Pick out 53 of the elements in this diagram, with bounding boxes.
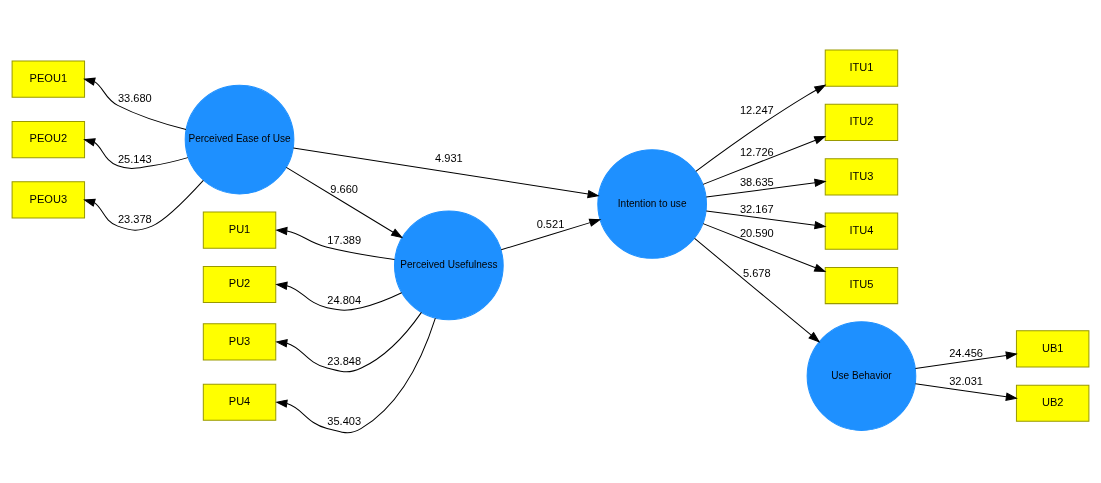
arrow [275,281,403,311]
arrow [694,237,821,343]
arrow [914,383,1018,401]
arrow [500,218,602,251]
edge-label: 24.456 [949,346,984,359]
node-circle: Perceived Usefulness [394,210,504,321]
edge-label: 25.143 [117,152,152,165]
arrow [292,147,600,199]
arrow [705,178,827,198]
arrow [702,135,827,185]
edge-label: 23.848 [327,354,362,367]
edge-label: 5.678 [742,267,771,280]
node-box: PU3 [202,323,277,361]
edge-label: 35.403 [327,415,362,428]
edge-label: 23.378 [117,212,152,225]
arrow [285,166,404,239]
node-box: PU2 [202,265,277,304]
edge-label: 38.635 [739,175,774,188]
edge-label: 24.804 [327,294,362,307]
node-circle: Perceived Ease of Use [184,84,295,195]
node-box: ITU2 [824,103,899,142]
edge-label: 33.680 [117,92,152,105]
node-box: ITU5 [824,266,899,305]
edge-label: 12.726 [739,145,774,158]
arrow [83,179,204,231]
node-box: UB1 [1015,330,1090,368]
node-box: PEOU1 [11,60,86,98]
arrow [914,351,1018,369]
node-box: ITU3 [824,158,899,196]
node-box: PEOU3 [11,181,86,219]
node-box: PEOU2 [11,120,86,159]
node-box: PU1 [202,211,277,249]
arrow [695,84,827,172]
arrow [83,77,187,130]
arrow [702,223,827,273]
arrow [275,311,422,373]
edge-label: 0.521 [536,217,565,230]
edge-label: 9.660 [330,182,359,195]
arrow [275,317,436,434]
arrow [83,138,189,170]
edge-label: 32.167 [739,202,774,215]
arrow [275,226,396,260]
edge-label: 20.590 [739,227,774,240]
edge-label: 12.247 [739,104,774,117]
node-box: UB2 [1015,384,1090,422]
edge-label: 32.031 [949,374,984,387]
edge-label: 17.389 [327,234,362,247]
node-box: ITU1 [824,49,899,87]
node-circle: Intention to use [597,149,707,259]
node-box: ITU4 [824,212,899,250]
arrow [705,210,827,230]
edge-label: 4.931 [435,151,463,164]
node-box: PU4 [202,383,277,421]
